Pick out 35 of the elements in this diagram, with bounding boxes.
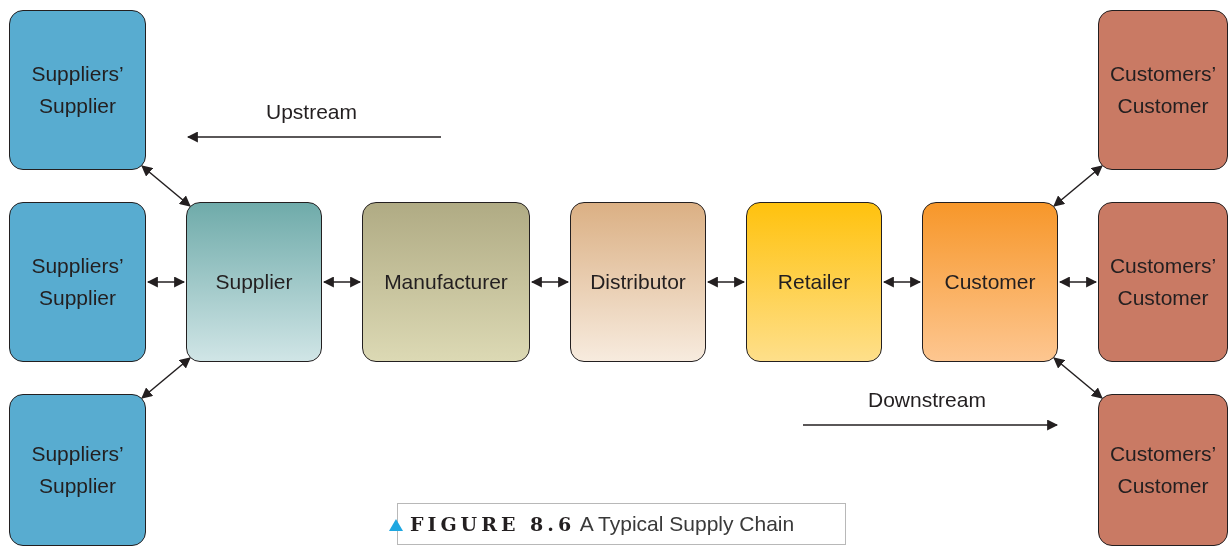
double-arrow (1053, 357, 1103, 399)
figure-caption: FIGURE 8.6 A Typical Supply Chain (397, 503, 846, 545)
node-label: Suppliers’ Supplier (30, 441, 125, 499)
process-box (9, 202, 146, 362)
flow-direction-label: Upstream (266, 100, 358, 124)
double-arrow (141, 165, 191, 207)
process-box (1098, 202, 1228, 362)
double-arrow (146, 276, 186, 288)
process-box (570, 202, 706, 362)
node-label: Retailer (777, 269, 851, 295)
process-box (1098, 10, 1228, 170)
process-box (922, 202, 1058, 362)
node-label: Customers’ Customer (1108, 61, 1218, 119)
double-arrow (706, 276, 746, 288)
node-label: Customers’ Customer (1108, 441, 1218, 499)
double-arrow (1053, 165, 1103, 207)
double-arrow (1058, 276, 1098, 288)
double-arrow (882, 276, 922, 288)
process-box (362, 202, 530, 362)
process-box (9, 10, 146, 170)
node-label: Supplier (215, 269, 293, 295)
process-box (9, 394, 146, 546)
double-arrow (530, 276, 570, 288)
node-label: Customers’ Customer (1108, 253, 1218, 311)
flow-direction-label: Downstream (868, 388, 986, 412)
double-arrow (141, 357, 191, 399)
node-label: Suppliers’ Supplier (30, 253, 125, 311)
process-box (186, 202, 322, 362)
node-label: Suppliers’ Supplier (30, 61, 125, 119)
node-label: Manufacturer (384, 269, 508, 295)
process-box (746, 202, 882, 362)
process-box (1098, 394, 1228, 546)
node-label: Distributor (590, 269, 686, 295)
double-arrow (322, 276, 362, 288)
node-label: Customer (944, 269, 1036, 295)
